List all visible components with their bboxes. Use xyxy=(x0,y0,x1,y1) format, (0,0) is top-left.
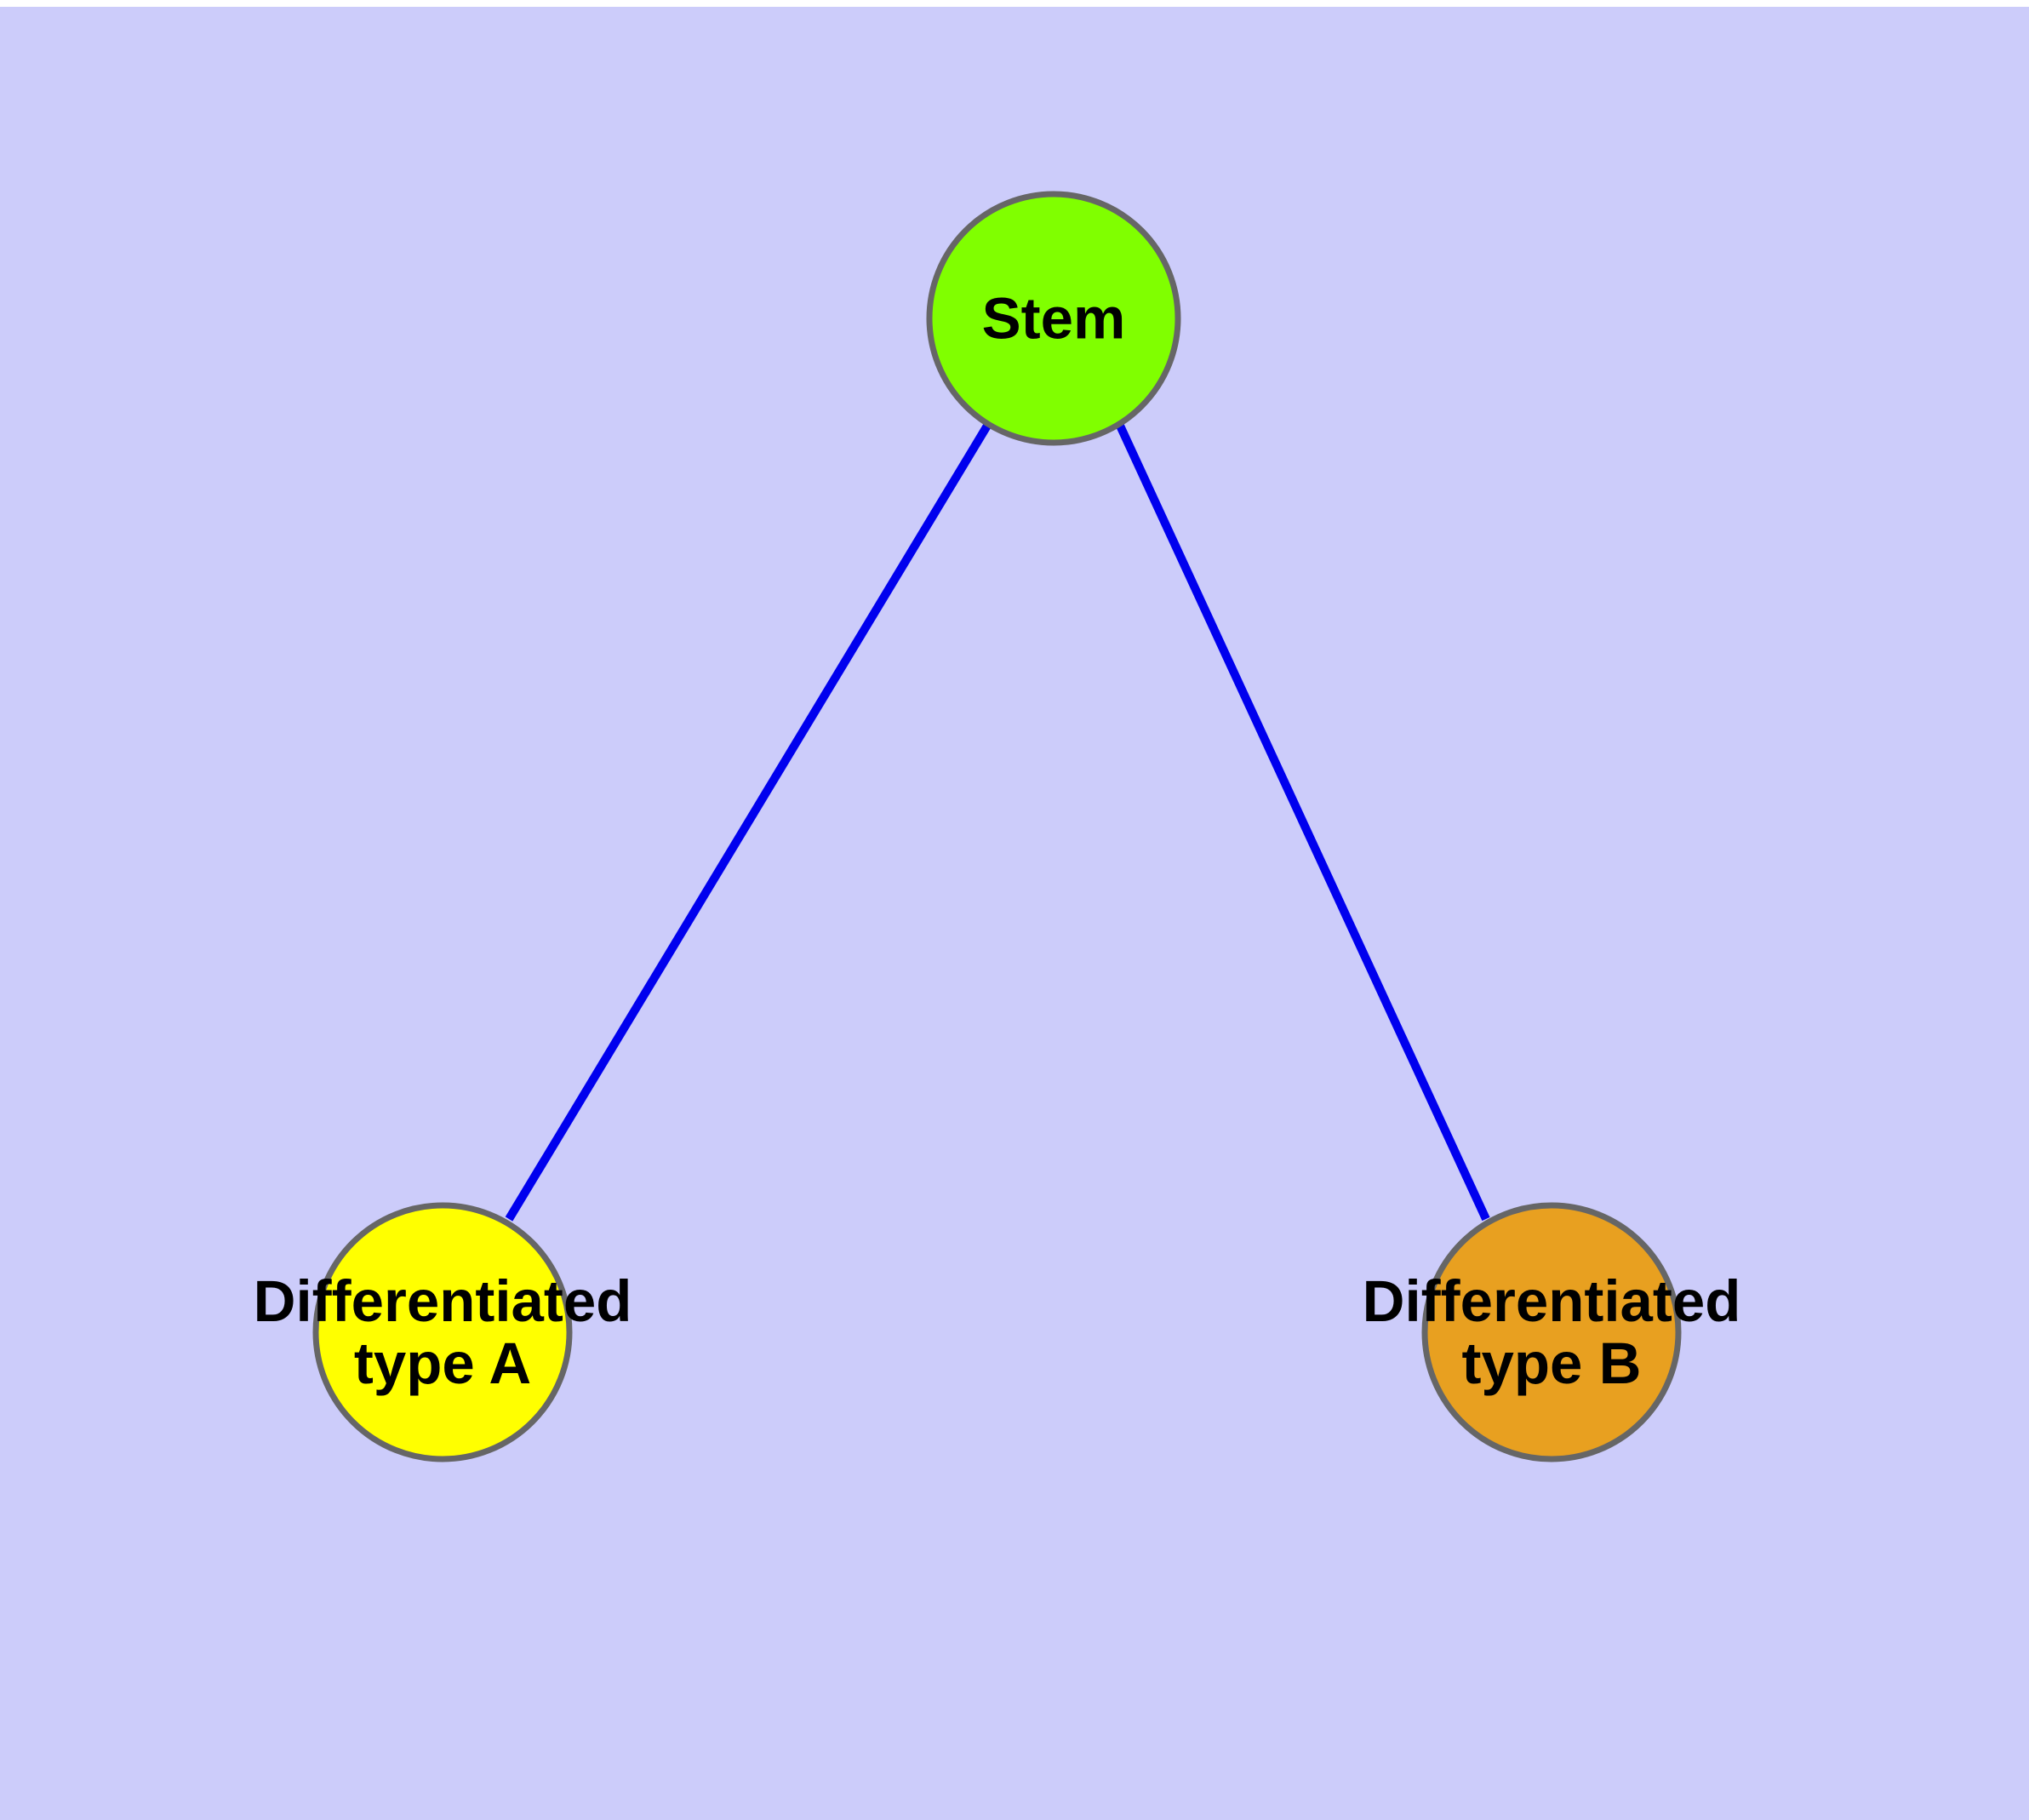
node-stem[interactable] xyxy=(926,191,1181,446)
node-differentiated-type-a[interactable] xyxy=(312,1202,573,1462)
node-layer xyxy=(312,191,1682,1462)
edge-stem-to-diff-a[interactable] xyxy=(505,423,992,1222)
edge-layer xyxy=(505,423,1490,1222)
node-differentiated-type-b[interactable] xyxy=(1421,1202,1682,1462)
edge-stem-to-diff-b[interactable] xyxy=(1116,423,1490,1222)
